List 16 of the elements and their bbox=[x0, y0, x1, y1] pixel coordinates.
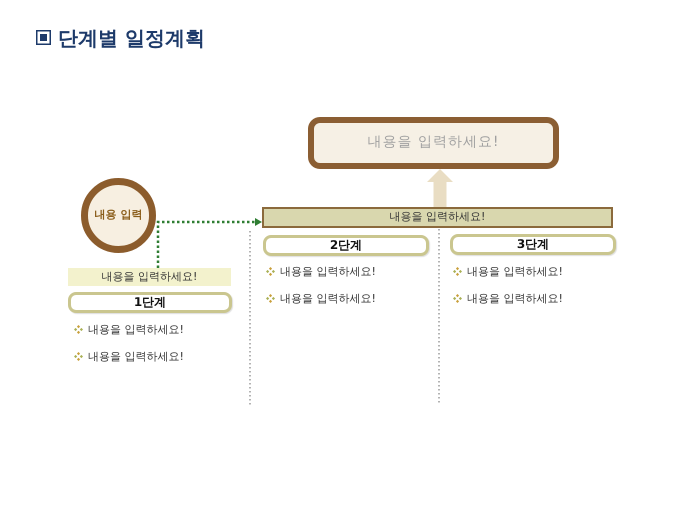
step-box: 3단계 bbox=[450, 234, 616, 255]
bullet-text: 내용을 입력하세요! bbox=[88, 322, 184, 337]
bullet-text: 내용을 입력하세요! bbox=[280, 264, 376, 279]
step-box: 1단계 bbox=[68, 292, 232, 313]
circle-badge: 내용 입력 bbox=[81, 178, 156, 253]
rounded-box: 내용을 입력하세요! bbox=[308, 117, 559, 169]
highlight-band: 내용을 입력하세요! bbox=[68, 268, 231, 286]
header-band: 내용을 입력하세요! bbox=[262, 207, 613, 228]
page-title: 단계별 일정계획 bbox=[58, 25, 205, 52]
bullet-text: 내용을 입력하세요! bbox=[467, 264, 563, 279]
bullet-text: 내용을 입력하세요! bbox=[467, 291, 563, 306]
block-arrow bbox=[427, 169, 453, 207]
dotted-arrow bbox=[156, 218, 262, 268]
step-box: 2단계 bbox=[263, 235, 429, 256]
bullet-text: 내용을 입력하세요! bbox=[88, 349, 184, 364]
bullet-text: 내용을 입력하세요! bbox=[280, 291, 376, 306]
